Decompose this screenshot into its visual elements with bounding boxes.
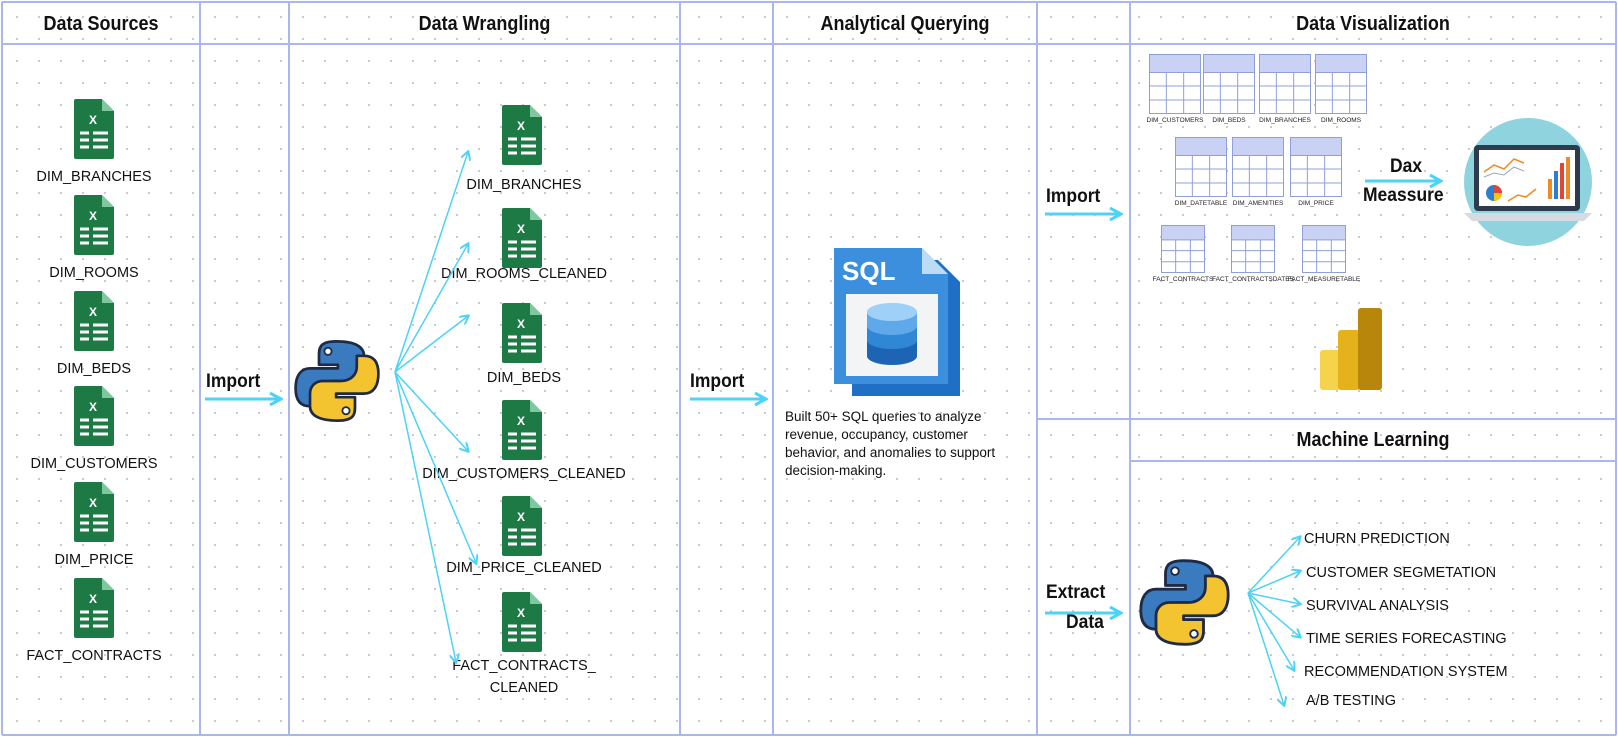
model-table-label: DIM_PRICE — [1298, 200, 1334, 207]
model-table-icon — [1232, 137, 1284, 197]
ml-item-label: RECOMMENDATION SYSTEM — [1304, 664, 1508, 680]
data-source-label: DIM_ROOMS — [49, 265, 139, 281]
excel-file-icon: X — [502, 400, 542, 460]
ml-arrow — [1247, 571, 1300, 594]
wrangled-label: FACT_CONTRACTS_ — [452, 658, 596, 674]
model-table-label: FACT_CONTRACTS — [1152, 276, 1214, 283]
model-table-label: DIM_BEDS — [1212, 117, 1246, 124]
python-logo-icon — [1139, 559, 1230, 646]
model-table-icon — [1259, 54, 1311, 114]
model-table-icon — [1161, 225, 1205, 273]
excel-file-icon: X — [502, 496, 542, 556]
fan-arrow — [394, 371, 468, 451]
excel-file-icon: X — [502, 303, 542, 363]
dax-label-2: Meassure — [1363, 185, 1444, 206]
power-bi-logo-icon — [1320, 308, 1382, 390]
excel-glyph: X — [517, 222, 525, 236]
excel-glyph: X — [89, 400, 97, 414]
wrangled-label: DIM_BRANCHES — [466, 177, 582, 193]
header-data-wrangling: Data Wrangling — [418, 12, 551, 35]
ml-arrow — [1247, 592, 1284, 705]
ml-arrow — [1247, 537, 1300, 594]
import-label-3: Import — [1046, 186, 1101, 207]
model-table-label: FACT_MEASURETABLE — [1287, 276, 1361, 283]
wrangled-label: CLEANED — [489, 680, 559, 696]
excel-glyph: X — [89, 305, 97, 319]
excel-file-icon: X — [74, 578, 114, 638]
fan-arrow — [394, 371, 476, 563]
excel-glyph: X — [517, 606, 525, 620]
fan-arrow — [394, 244, 468, 373]
import-label-1: Import — [206, 371, 261, 392]
model-table-icon — [1315, 54, 1367, 114]
ml-item-label: TIME SERIES FORECASTING — [1306, 631, 1507, 647]
ml-item-label: CUSTOMER SEGMETATION — [1306, 565, 1497, 581]
excel-glyph: X — [89, 113, 97, 127]
model-table-label: FACT_CONTRACTSDATES — [1212, 276, 1294, 283]
excel-glyph: X — [517, 119, 525, 133]
extract-label-1: Extract — [1046, 582, 1106, 603]
ml-item-label: SURVIVAL ANALYSIS — [1306, 598, 1449, 614]
excel-file-icon: X — [74, 99, 114, 159]
header-data-visualization: Data Visualization — [1296, 12, 1450, 35]
fan-arrow — [394, 371, 456, 662]
model-table-icon — [1290, 137, 1342, 197]
sql-description: Built 50+ SQL queries to analyze revenue… — [785, 409, 996, 478]
model-table-icon — [1203, 54, 1255, 114]
wrangled-label: DIM_ROOMS_CLEANED — [441, 266, 607, 282]
header-data-sources: Data Sources — [43, 12, 159, 35]
wrangled-label: DIM_BEDS — [486, 370, 562, 386]
python-logo-icon — [294, 340, 380, 422]
model-table-icon — [1302, 225, 1346, 273]
wrangled-label: DIM_CUSTOMERS_CLEANED — [422, 466, 626, 482]
excel-file-icon: X — [74, 291, 114, 351]
dashboard-laptop-icon — [1464, 118, 1592, 246]
ml-item-label: CHURN PREDICTION — [1304, 531, 1450, 547]
excel-file-icon: X — [74, 195, 114, 255]
data-source-label: DIM_BEDS — [56, 361, 132, 377]
excel-file-icon: X — [502, 592, 542, 652]
excel-glyph: X — [89, 209, 97, 223]
wrangled-label: DIM_PRICE_CLEANED — [446, 560, 602, 576]
excel-glyph: X — [517, 510, 525, 524]
excel-glyph: X — [517, 317, 525, 331]
model-table-label: DIM_CUSTOMERS — [1146, 117, 1204, 124]
model-table-label: DIM_AMENITIES — [1232, 200, 1284, 207]
sql-badge: SQL — [842, 256, 896, 286]
excel-glyph: X — [89, 496, 97, 510]
header-machine-learning: Machine Learning — [1296, 428, 1450, 451]
fan-arrow — [394, 152, 468, 373]
extract-label-2: Data — [1066, 612, 1104, 633]
ml-arrow — [1247, 592, 1300, 604]
fan-arrow — [394, 316, 468, 373]
excel-file-icon: X — [74, 386, 114, 446]
excel-file-icon: X — [502, 208, 542, 268]
excel-file-icon: X — [502, 105, 542, 165]
model-table-label: DIM_DATETABLE — [1174, 200, 1228, 207]
data-source-label: DIM_CUSTOMERS — [30, 456, 158, 472]
model-table-label: DIM_ROOMS — [1320, 117, 1362, 124]
model-table-icon — [1231, 225, 1275, 273]
excel-glyph: X — [89, 592, 97, 606]
excel-file-icon: X — [74, 482, 114, 542]
ml-arrow — [1247, 592, 1294, 670]
header-analytical-querying: Analytical Querying — [820, 12, 990, 35]
excel-glyph: X — [517, 414, 525, 428]
ml-arrow — [1247, 592, 1300, 637]
data-source-label: DIM_PRICE — [54, 552, 134, 568]
dax-label-1: Dax — [1390, 156, 1423, 177]
ml-item-label: A/B TESTING — [1306, 693, 1396, 709]
model-table-icon — [1149, 54, 1201, 114]
sql-database-icon: SQL — [834, 248, 960, 396]
model-table-label: DIM_BRANCHES — [1259, 117, 1311, 124]
data-source-label: DIM_BRANCHES — [36, 169, 152, 185]
model-table-icon — [1175, 137, 1227, 197]
import-label-2: Import — [690, 371, 745, 392]
data-source-label: FACT_CONTRACTS — [26, 648, 162, 664]
